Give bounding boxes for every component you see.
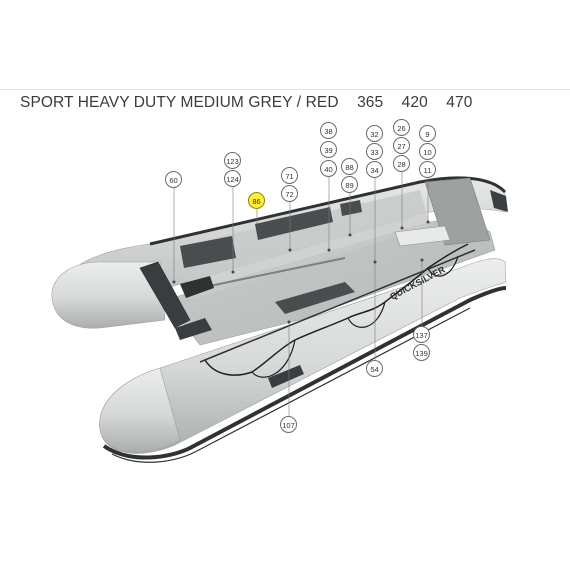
callout-34[interactable]: 34 [366, 161, 383, 178]
product-title-row: SPORT HEAVY DUTY MEDIUM GREY / RED 365 4… [20, 94, 472, 114]
leader-dots [172, 220, 430, 324]
header-divider [0, 89, 570, 90]
callout-26[interactable]: 26 [393, 119, 410, 136]
callout-88[interactable]: 88 [341, 158, 358, 175]
callout-137[interactable]: 137 [413, 326, 430, 343]
callout-38[interactable]: 38 [320, 122, 337, 139]
handle-rail [199, 249, 476, 363]
grab-line [204, 243, 469, 378]
size-option[interactable]: 470 [446, 94, 473, 111]
callout-28[interactable]: 28 [393, 155, 410, 172]
callout-107[interactable]: 107 [280, 416, 297, 433]
callout-89[interactable]: 89 [341, 176, 358, 193]
callout-11[interactable]: 11 [419, 161, 436, 178]
callout-123[interactable]: 123 [224, 152, 241, 169]
bench-seat [394, 225, 451, 247]
callout-71[interactable]: 71 [281, 167, 298, 184]
size-list: 365 420 470 [343, 94, 472, 111]
product-title: SPORT HEAVY DUTY MEDIUM GREY / RED [20, 94, 339, 111]
bow-cone-near [99, 367, 181, 453]
callout-60[interactable]: 60 [165, 171, 182, 188]
size-option[interactable]: 420 [401, 94, 428, 111]
callout-27[interactable]: 27 [393, 137, 410, 154]
floor-patch [275, 282, 355, 314]
callout-32[interactable]: 32 [366, 125, 383, 142]
callout-10[interactable]: 10 [419, 143, 436, 160]
far-tube-patches [180, 200, 362, 268]
callout-40[interactable]: 40 [320, 160, 337, 177]
callout-39[interactable]: 39 [320, 141, 337, 158]
callout-86[interactable]: 86 [248, 192, 265, 209]
leader-lines [173, 166, 429, 416]
callout-33[interactable]: 33 [366, 143, 383, 160]
near-tube [99, 258, 507, 463]
callout-9[interactable]: 9 [419, 125, 436, 142]
callout-139[interactable]: 139 [413, 344, 430, 361]
carry-handle [268, 365, 304, 388]
bow-bracket [139, 261, 212, 340]
callout-54[interactable]: 54 [366, 360, 383, 377]
size-option[interactable]: 365 [357, 94, 384, 111]
callout-72[interactable]: 72 [281, 185, 298, 202]
callout-124[interactable]: 124 [224, 170, 241, 187]
oar [180, 257, 346, 298]
